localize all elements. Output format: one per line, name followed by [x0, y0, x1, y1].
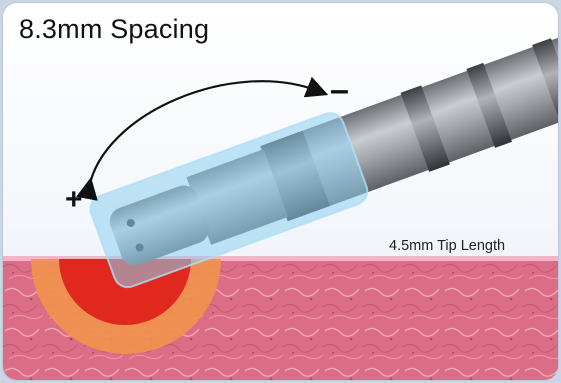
illustration-panel: 8.3mm Spacing – + 4.5mm Tip Length	[3, 3, 558, 380]
negative-pole-label: –	[330, 73, 349, 107]
probe-illustration	[3, 3, 558, 380]
page-title: 8.3mm Spacing	[19, 14, 209, 45]
positive-pole-label: +	[65, 185, 83, 215]
tip-length-label: 4.5mm Tip Length	[389, 238, 505, 254]
